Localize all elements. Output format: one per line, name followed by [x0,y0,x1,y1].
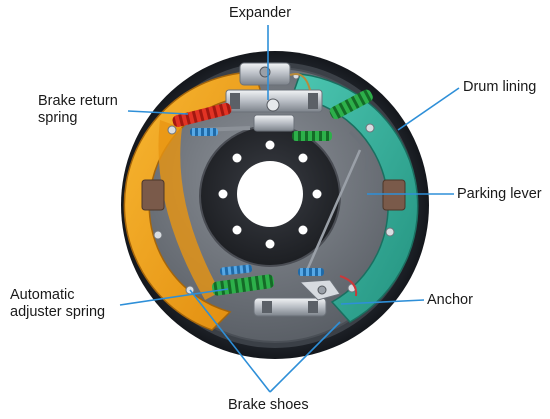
hub-center-hole [237,161,303,227]
label-parking-lever: Parking lever [457,186,542,202]
top-green-spring-lower [292,131,332,141]
parking-cable [303,149,362,276]
hub-bolt-holes [218,140,322,249]
lining-pad-right [382,179,406,211]
label-anchor: Anchor [427,292,473,308]
leader-anchor [340,299,425,305]
automatic-adjuster-spring [211,274,275,296]
label-automatic-adjuster-spring: Automatic adjuster spring [10,287,106,320]
leader-brake-shoes-right [269,321,341,393]
label-drum-lining: Drum lining [463,79,537,95]
lining-pad-left [141,179,165,211]
expander-cylinder [199,62,323,132]
anchor-assembly [253,279,341,317]
label-brake-shoes: Brake shoes [228,397,309,413]
brake-return-spring [172,102,232,128]
brake-shoe-right [290,73,419,323]
leader-drum-lining [397,87,460,131]
label-expander: Expander [229,5,292,21]
leader-lines [119,25,460,393]
label-brake-return-spring: Brake return spring [38,93,118,126]
leader-brake-shoes-left [189,289,271,393]
top-green-spring [329,89,373,120]
leader-automatic-adjuster-spring [119,288,229,306]
leader-brake-return-spring [127,110,189,115]
